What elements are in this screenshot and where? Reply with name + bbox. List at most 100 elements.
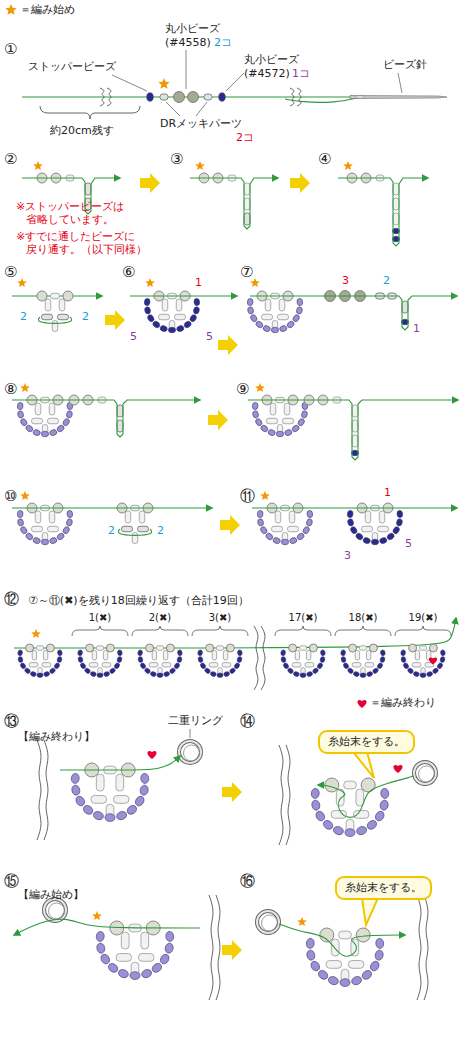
plated-part [32,650,36,660]
leader-line [226,73,244,91]
split-ring [414,762,436,784]
seed-bead [286,320,295,329]
step-number: ⑨ [236,380,249,398]
plated-part [139,511,145,523]
seed-bead [62,418,71,427]
seed-bead [66,410,73,418]
seed-bead [140,662,147,669]
seed-bead [267,429,276,437]
seed-bead [138,656,144,663]
plated-part [160,94,168,100]
start-star [5,4,16,15]
seed-bead [284,429,293,437]
seed-bead [56,424,65,433]
seed-bead [41,539,48,545]
round-bead [289,644,297,652]
plated-part [121,932,129,949]
seed-bead [312,667,319,674]
leader-line [398,73,402,93]
plated-part [149,663,158,667]
seed-bead [200,662,207,669]
plated-part [103,650,107,660]
repeat-label: 2(✖) [149,612,172,624]
plated-part [331,939,339,956]
round-bead [146,644,154,652]
count-label: 1 [413,322,420,335]
plated-part [306,650,310,660]
seed-bead [300,673,306,677]
round-bead [106,644,114,652]
seed-bead [139,784,149,796]
note: ※すでに通したビーズに 戻り通す。（以下同様） [16,230,160,256]
plated-part [265,299,271,311]
start-star [17,278,27,287]
leader-line [112,75,147,91]
seed-bead [281,656,287,663]
seed-bead [96,931,105,942]
callout-bubble: 糸始末をする。 [335,876,432,900]
thread [22,96,352,97]
round-bead [226,644,234,652]
seed-bead [332,825,344,836]
seed-bead [194,298,200,306]
plated-part [365,511,371,523]
seed-bead [311,799,321,811]
seed-bead [437,662,444,669]
plated-part [42,663,51,667]
seed-bead [289,537,298,545]
seed-bead [96,942,106,954]
plated-part [138,526,149,532]
legend-text: ＝編み始め [20,3,75,16]
break-mark [417,895,421,1000]
break-mark [37,740,41,840]
seed-bead [355,532,364,541]
end-heart [357,700,366,708]
seed-bead [386,532,395,541]
plated-part [139,954,154,962]
plated-part [284,403,290,415]
seed-bead [279,325,288,333]
count-label: 2 [157,524,164,537]
plated-part [267,418,278,424]
count-label: 2 [20,310,27,323]
dimension-label: 約20cm残す [50,124,114,137]
thread [338,178,428,246]
plated-part [244,183,250,195]
plated-part [163,650,167,660]
seed-bead [140,773,149,784]
plated-part [412,663,421,667]
seed-bead [371,539,378,545]
seed-bead [341,650,346,656]
start-star [20,491,30,500]
plated-part [49,511,55,523]
seed-bead [377,662,384,669]
seed-bead [141,968,153,979]
seed-bead [134,795,146,808]
count-label: 5 [405,537,412,550]
seed-bead [249,314,258,323]
round-bead [46,644,54,652]
seed-bead [138,650,143,656]
plated-part [223,650,227,660]
plated-part [299,646,306,650]
seed-bead [380,788,389,799]
seed-bead [353,671,360,677]
seed-bead [343,662,350,669]
thread [250,296,457,330]
seed-bead [291,424,300,433]
seed-bead [340,979,350,987]
plated-part [152,650,156,660]
start-star [31,629,41,638]
plated-part [355,650,359,660]
seed-bead [366,671,373,677]
end-heart [429,657,437,664]
section-heading: 【編み始め】 [18,888,84,901]
plated-part [35,403,41,415]
part-label: ストッパービーズ [28,60,116,73]
break-mark [216,895,220,1000]
seed-bead [374,949,384,961]
part-label: DRメッキパーツ [160,117,242,130]
seed-bead [281,539,288,545]
plated-part [393,213,399,225]
needle-eye [355,96,365,98]
